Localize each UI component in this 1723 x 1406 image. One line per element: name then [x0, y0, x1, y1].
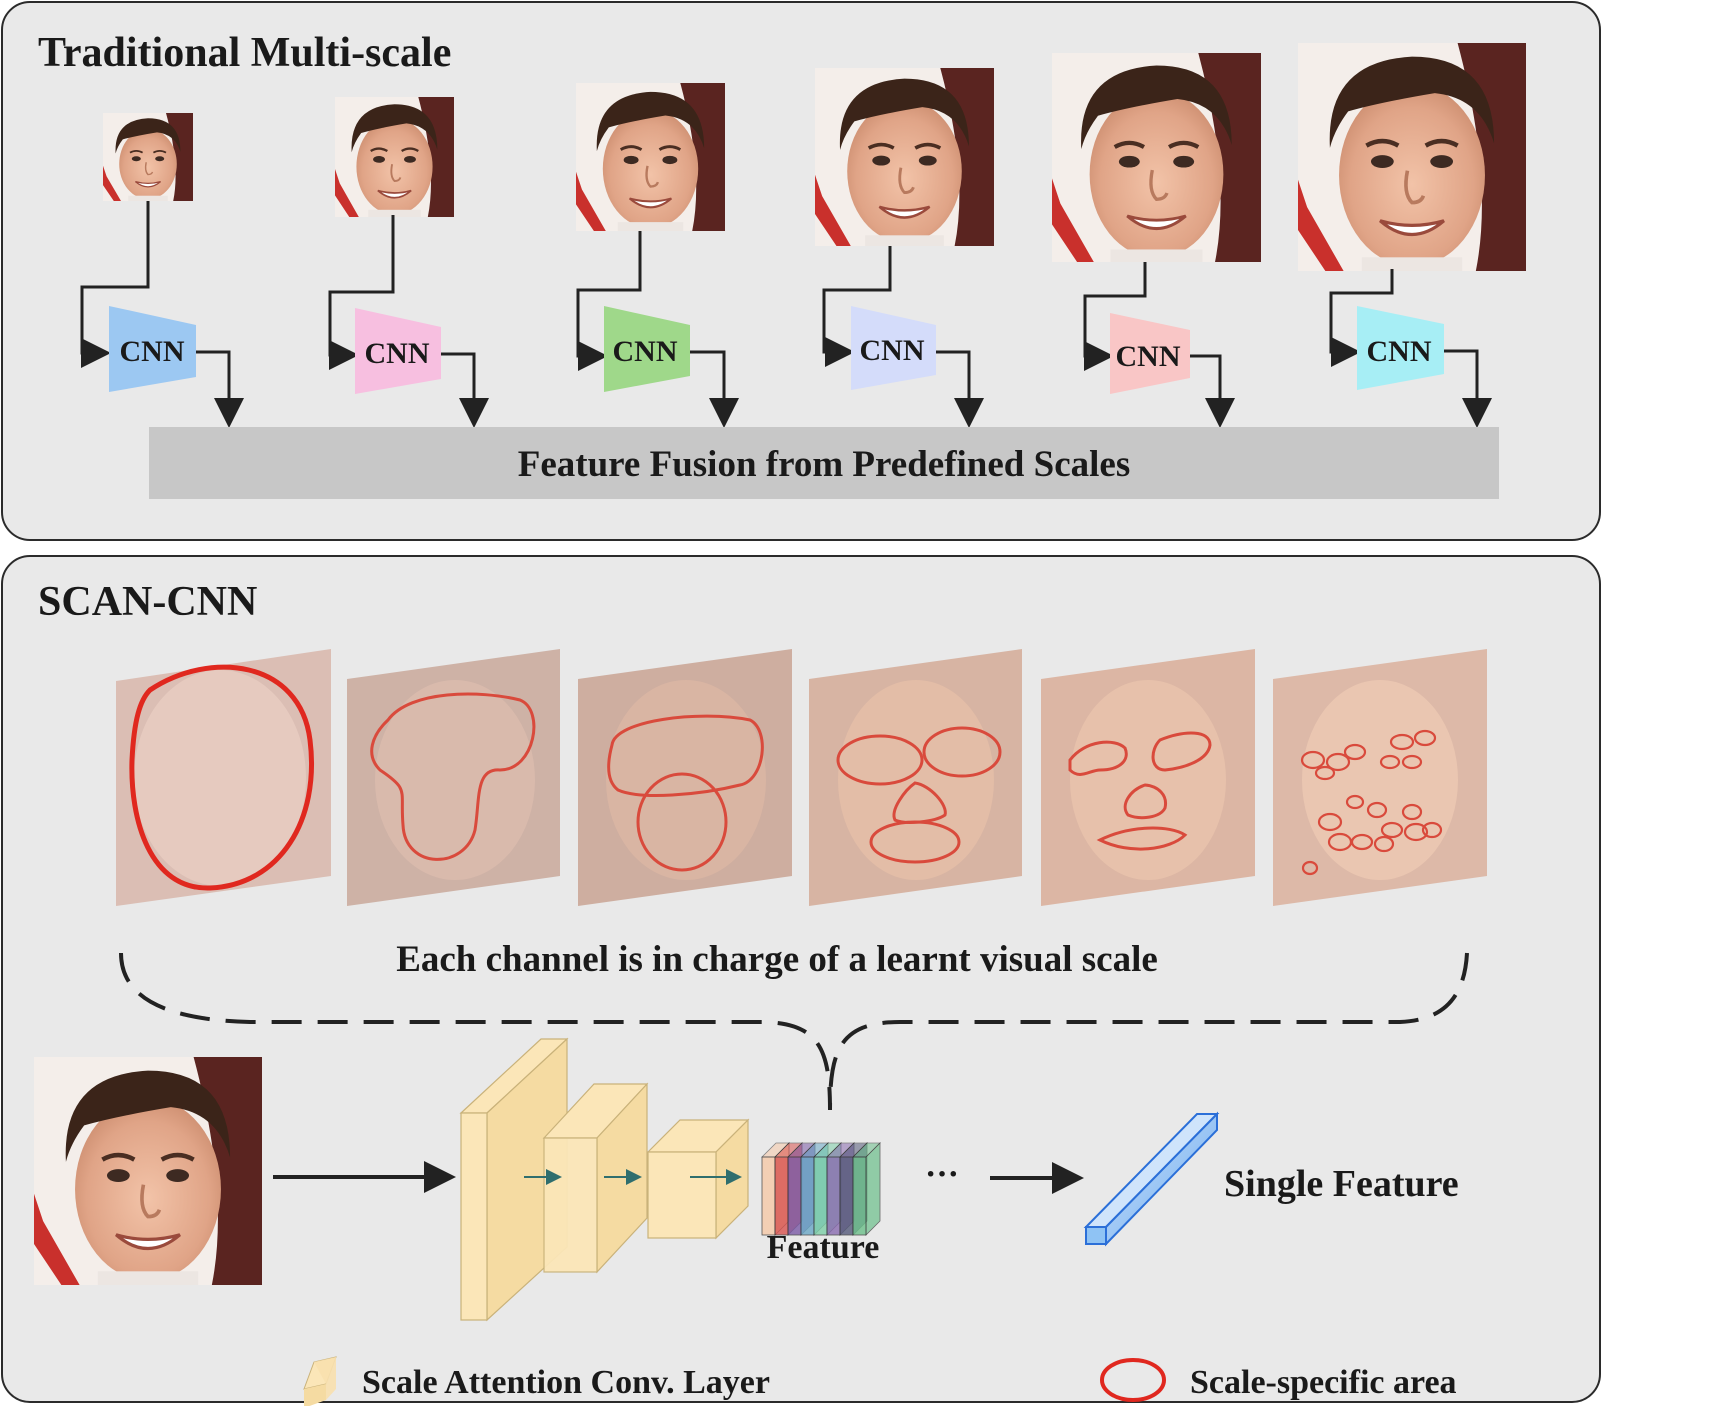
face-thumbnail-scale-4	[813, 66, 996, 248]
cnn-branches	[80, 201, 1492, 428]
cnn-label: CNN	[860, 334, 925, 367]
scale-area-ellipse-group	[1300, 729, 1443, 876]
legend-area-label: Scale-specific area	[1190, 1364, 1457, 1401]
feature-slice	[852, 1142, 881, 1236]
scale-area-ellipse	[1151, 731, 1212, 772]
cnn-label: CNN	[1116, 340, 1181, 373]
cnn-label: CNN	[120, 335, 185, 368]
scale-area-ellipse	[607, 714, 764, 797]
scale-area-ellipse	[869, 820, 961, 864]
cnn-block-4: CNN	[851, 306, 936, 390]
legend-layer-label: Scale Attention Conv. Layer	[362, 1364, 770, 1401]
channel-card-2	[347, 649, 560, 906]
dashed-brace	[119, 952, 1469, 1111]
face-thumbnail-scale-5	[1052, 53, 1261, 262]
cnn-block-5: CNN	[1110, 313, 1190, 394]
input-face-image	[34, 1057, 262, 1285]
channel-card-3	[578, 649, 792, 906]
cnn-block-2: CNN	[355, 308, 441, 394]
scale-area-ellipse	[1123, 783, 1168, 820]
face-thumbnail-scale-3	[574, 81, 727, 233]
scale-area-ellipse	[370, 692, 536, 861]
conv-layer-icon	[303, 1356, 337, 1406]
cnn-label: CNN	[1367, 335, 1432, 368]
channel-card-1	[116, 649, 331, 906]
scale-area-ellipse	[836, 734, 924, 786]
channel-card-5	[1041, 649, 1255, 906]
channel-card-6	[1273, 649, 1487, 906]
channel-caption: Each channel is in charge of a learnt vi…	[396, 939, 1158, 980]
cnn-block-6: CNN	[1357, 306, 1444, 390]
face-thumbnail-scale-6	[1298, 43, 1526, 271]
face-thumbnail-scale-2	[333, 95, 456, 219]
legend: Scale Attention Conv. Layer Scale-specif…	[303, 1356, 1457, 1406]
feature-label: Feature	[767, 1229, 880, 1266]
ellipsis: ···	[925, 1156, 959, 1193]
cnn-block-1: CNN	[109, 306, 196, 392]
cnn-block-3: CNN	[604, 306, 690, 392]
single-feature-bar	[1083, 1111, 1220, 1247]
scale-area-ellipse	[129, 664, 314, 891]
feature-stack	[761, 1142, 881, 1236]
scale-area-ellipse	[1096, 826, 1188, 851]
channel-card-4	[809, 649, 1022, 906]
fusion-label: Feature Fusion from Predefined Scales	[518, 444, 1131, 485]
scale-area-ellipse	[636, 772, 728, 872]
cnn-label: CNN	[613, 335, 678, 368]
scale-area-legend-icon	[1100, 1358, 1166, 1402]
conv-layer-3	[646, 1118, 750, 1240]
fusion-bar	[149, 427, 1499, 499]
single-feature-label: Single Feature	[1224, 1163, 1459, 1205]
cnn-label: CNN	[365, 337, 430, 370]
scan-cnn-title: SCAN-CNN	[38, 579, 257, 625]
face-thumbnail-scale-1	[102, 112, 194, 202]
traditional-panel: Traditional Multi-scale	[1, 1, 1601, 541]
scan-cnn-panel: SCAN-CNN	[1, 555, 1601, 1406]
scale-area-ellipse	[1068, 740, 1128, 776]
traditional-title: Traditional Multi-scale	[38, 30, 451, 76]
scale-area-ellipse	[922, 726, 1002, 778]
